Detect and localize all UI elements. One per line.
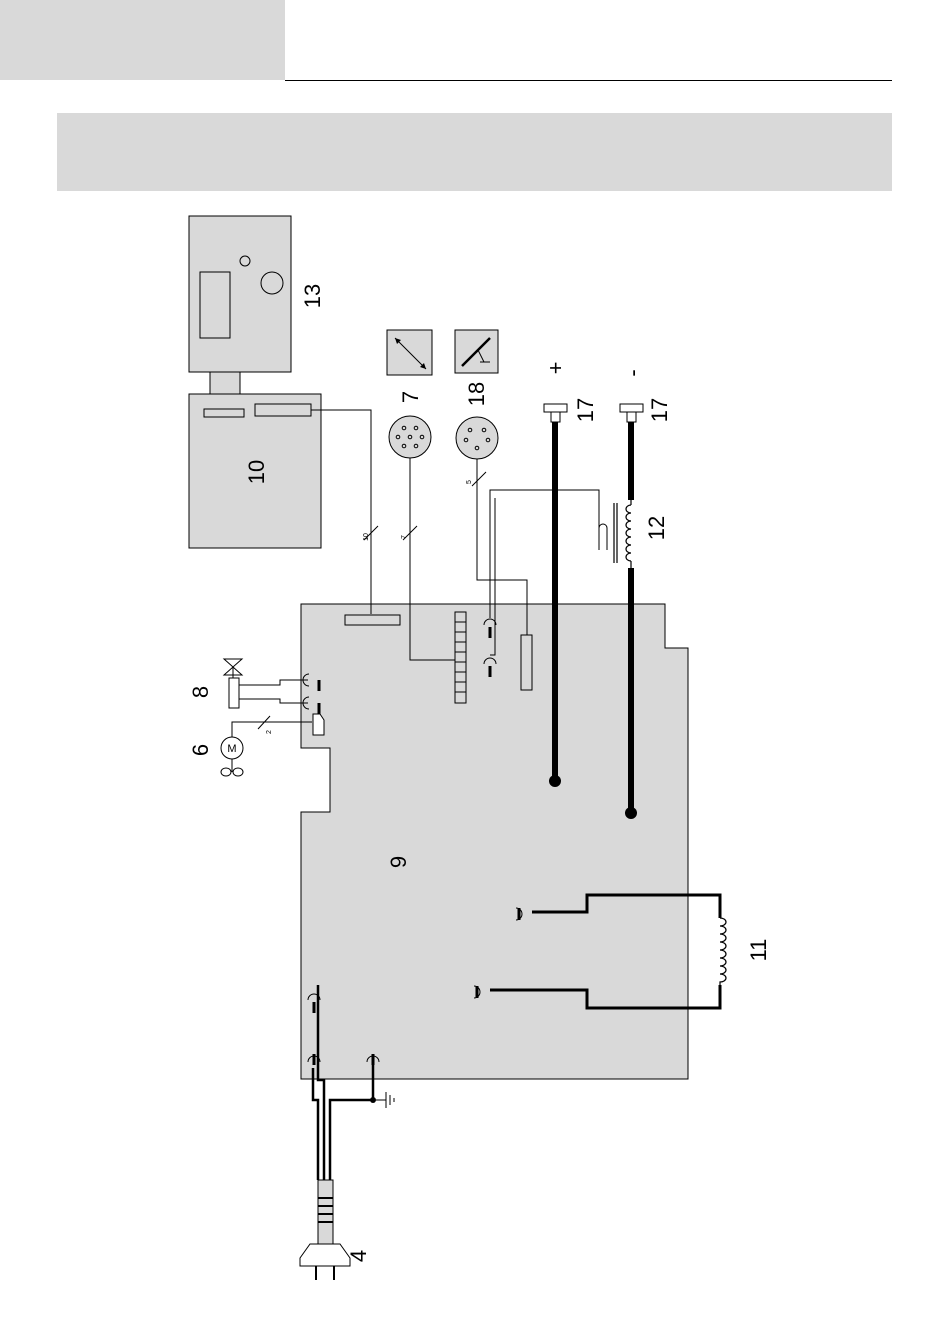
panel-to-board-connector xyxy=(210,372,240,394)
main-board-display-connector xyxy=(345,615,400,625)
label-plug: 4 xyxy=(346,1250,371,1262)
label-main-board: 9 xyxy=(386,856,411,868)
terminal-plus-neck xyxy=(551,412,560,422)
remote-socket xyxy=(389,416,431,458)
wire-count-fan: 2 xyxy=(266,730,273,734)
front-panel-knob xyxy=(261,272,283,294)
label-transformer: 11 xyxy=(746,939,771,962)
gas-valve-icon xyxy=(224,659,242,678)
gas-valve-wire xyxy=(239,699,308,703)
output-minus-node xyxy=(625,807,637,819)
front-panel-display-window xyxy=(200,272,230,338)
label-torch-socket: 18 xyxy=(464,382,489,406)
wire-count-remote: 7 xyxy=(401,535,408,539)
main-board-torch-connector xyxy=(521,635,532,690)
torch-socket xyxy=(456,417,498,459)
main-board-fan-connector xyxy=(313,714,324,735)
ground-icon xyxy=(376,1092,394,1108)
terminal-minus-neck xyxy=(627,412,636,422)
label-fan-motor: 6 xyxy=(188,744,213,756)
label-minus-sign: - xyxy=(620,369,645,376)
label-inductor: 12 xyxy=(644,516,669,540)
inductor-sensor-loop xyxy=(599,524,607,550)
motor-symbol-label: M xyxy=(227,743,236,755)
torch-gas-wire xyxy=(490,490,599,618)
label-plus-sign: + xyxy=(543,362,568,375)
wire-count-display: 10 xyxy=(363,533,370,541)
fan-blades-icon xyxy=(221,759,243,776)
front-panel-led xyxy=(240,256,250,266)
terminal-minus xyxy=(620,404,643,412)
mains-plug-icon xyxy=(300,1244,350,1266)
torch-cable-tick xyxy=(472,472,486,486)
ground-node xyxy=(370,1097,376,1103)
label-gas-valve: 8 xyxy=(188,686,213,698)
label-terminal-plus: 17 xyxy=(573,398,598,422)
main-board-terminal-strip xyxy=(455,612,466,703)
wire-count-torch: 5 xyxy=(466,480,473,484)
transformer-coil xyxy=(720,918,726,985)
cable-strain-relief xyxy=(318,1180,333,1244)
label-remote-socket: 7 xyxy=(398,391,423,403)
display-ribbon-connector xyxy=(255,404,311,416)
gas-valve-body xyxy=(229,678,239,708)
label-terminal-minus: 17 xyxy=(647,398,672,422)
display-connector xyxy=(204,409,244,417)
inductor-coil xyxy=(614,500,631,568)
terminal-plus xyxy=(544,404,567,412)
output-plus-node xyxy=(549,775,561,787)
label-display-board: 10 xyxy=(244,460,269,484)
gas-valve-wire xyxy=(239,680,308,685)
label-front-panel: 13 xyxy=(300,284,325,308)
